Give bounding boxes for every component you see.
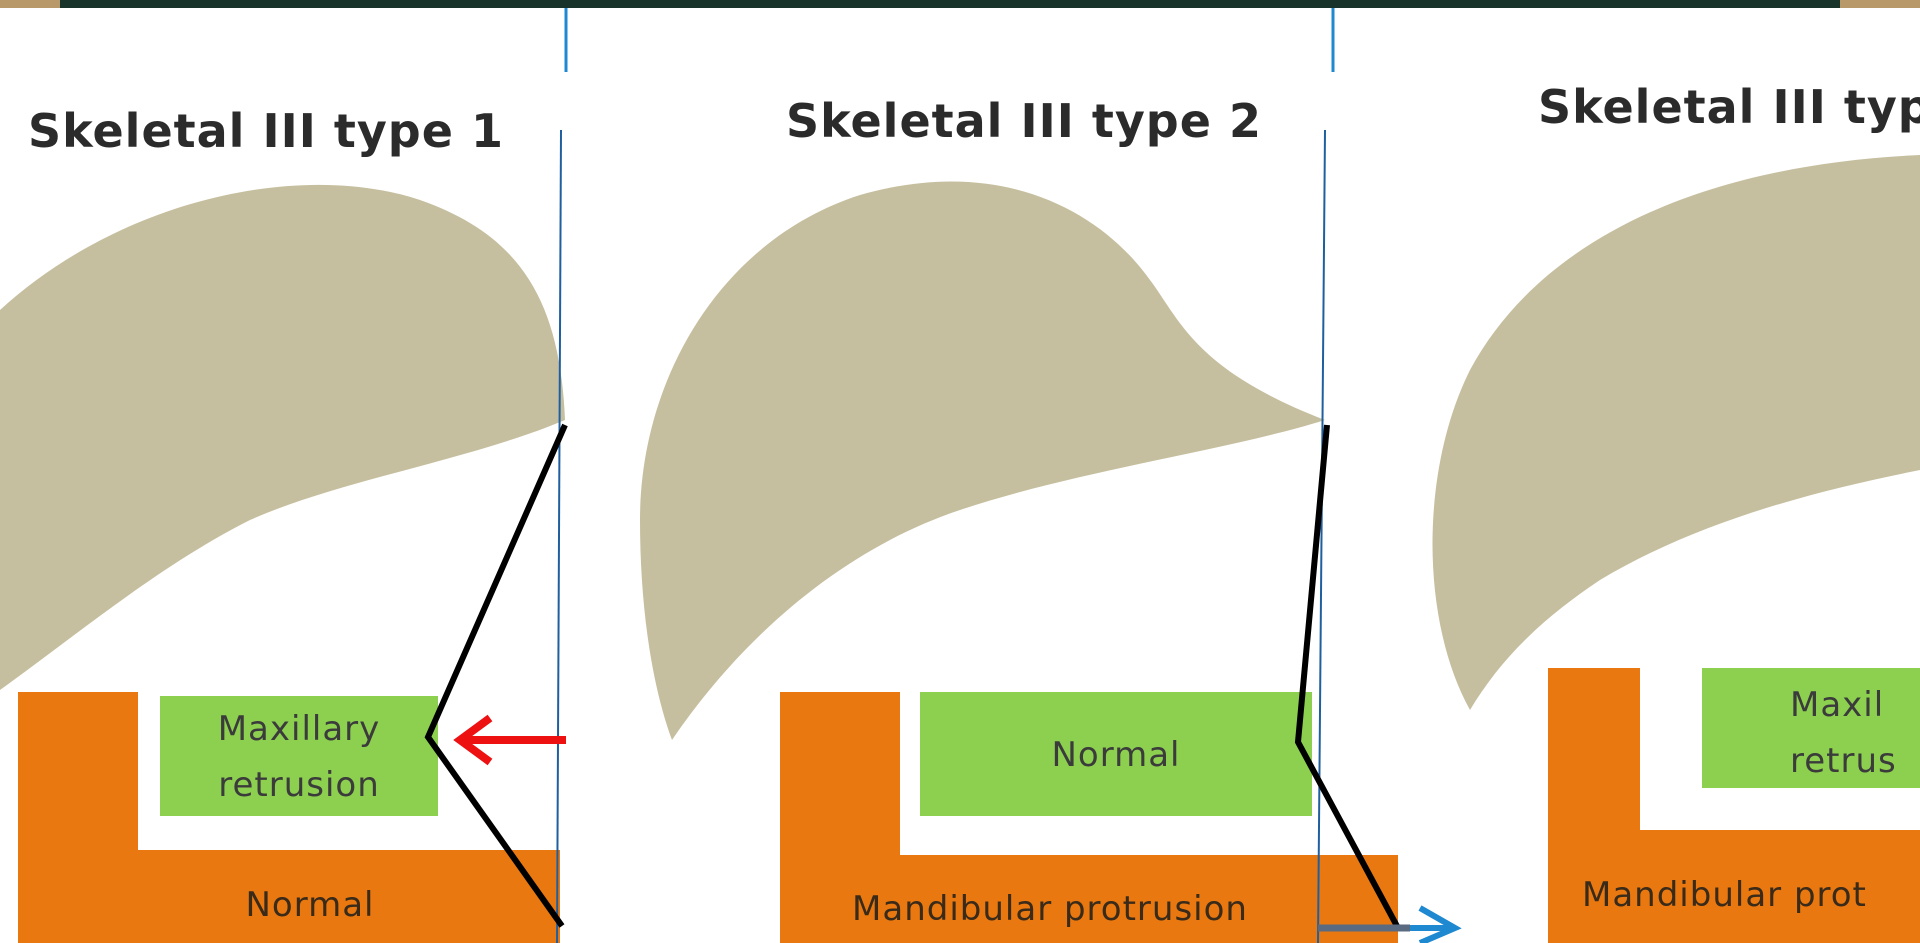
panel-2-mandible-label: Mandibular protrusion — [800, 884, 1300, 934]
panel-3-maxilla-label-line2: retrus — [1790, 736, 1920, 786]
profile-line-panel-2 — [1298, 425, 1398, 928]
panel-1-maxilla-label-line1: Maxillary — [160, 704, 438, 754]
panel-3-mandible-label: Mandibular prot — [1582, 870, 1920, 920]
panel-2-maxilla-label: Normal — [920, 730, 1312, 780]
panel-3-maxilla-label-line1: Maxil — [1790, 680, 1920, 730]
reference-line-panel-1 — [557, 130, 561, 943]
skull-shape-panel-2 — [640, 182, 1325, 740]
panel-3-title: Skeletal III typ — [1538, 80, 1920, 134]
skull-shape-panel-3 — [1433, 155, 1920, 710]
panel-1-mandible-label: Normal — [150, 880, 470, 930]
panel-1-title: Skeletal III type 1 — [28, 104, 504, 158]
panel-2-title: Skeletal III type 2 — [786, 94, 1262, 148]
panel-1-maxilla-label-line2: retrusion — [160, 760, 438, 810]
